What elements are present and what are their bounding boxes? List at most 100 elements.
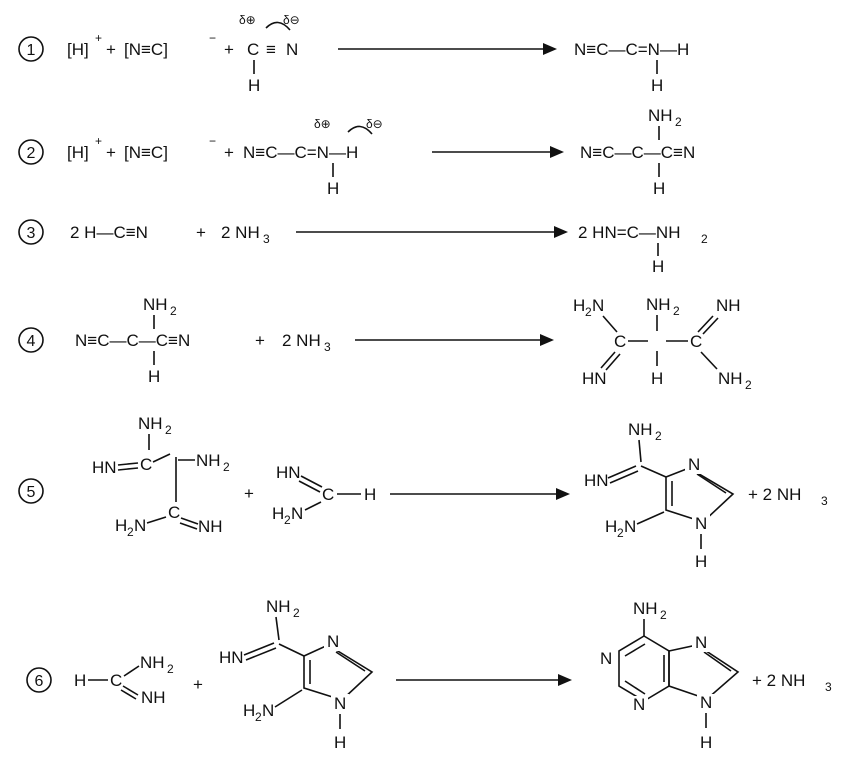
- atom-h: H: [652, 257, 664, 276]
- double-bond: [117, 467, 139, 471]
- formamidine-carbon: C: [322, 485, 334, 504]
- atom-h: H: [327, 179, 339, 198]
- amino-h: H: [573, 296, 585, 315]
- amidine-carbon: C: [168, 503, 180, 522]
- bond: [275, 616, 280, 641]
- ammonia-subscript: 3: [825, 680, 832, 694]
- double-bond: [605, 353, 621, 371]
- amino-subscript: 2: [745, 378, 752, 392]
- triple-bond: ≡: [266, 40, 276, 59]
- reaction-4: 4 NH 2 N≡C—C—C≡N H + 2 NH 3 H 2 N C HN N…: [18, 295, 752, 392]
- amino-group: NH: [718, 369, 743, 388]
- double-bond: [120, 689, 137, 700]
- label-mask: [324, 633, 342, 651]
- amino-subscript: 2: [675, 115, 682, 129]
- arrowhead: [540, 334, 554, 346]
- arrowhead: [554, 226, 568, 238]
- amino-h: H: [272, 504, 284, 523]
- delta-plus: δ⊕: [239, 13, 256, 27]
- reaction-3: 3 2 H—C≡N + 2 NH 3 2 HN=C—NH 2 H: [18, 219, 708, 276]
- amino-subscript: 2: [223, 460, 230, 474]
- imidazole-ring: [668, 644, 740, 700]
- atom-h: H: [248, 76, 260, 95]
- bond: [304, 501, 322, 511]
- amino-n: N: [624, 517, 636, 536]
- atom-h: H: [651, 76, 663, 95]
- electron-shift-arrow: [265, 21, 291, 31]
- bond: [152, 453, 171, 463]
- reaction-6: 6 H C NH 2 NH + NH 2 HN N H 2 N N H: [26, 597, 832, 752]
- ring-double-bond: [696, 473, 727, 494]
- step-number-circle: [18, 139, 44, 165]
- imine-group: NH: [198, 517, 223, 536]
- plus-sign: +: [196, 223, 206, 242]
- atom-c: C: [247, 40, 259, 59]
- cyanide-charge: −: [209, 31, 216, 45]
- double-bond: [117, 462, 139, 466]
- pyrimidine-ring: [618, 635, 670, 702]
- plus-sign: +: [244, 484, 254, 503]
- delta-minus: δ⊖: [366, 117, 383, 131]
- amino-group: NH: [633, 599, 658, 618]
- label-mask: [331, 694, 349, 712]
- double-bond: [609, 470, 639, 484]
- formamidine-product: 2 HN=C—NH: [578, 223, 681, 242]
- step-number: 6: [35, 673, 44, 690]
- amino-n: N: [134, 516, 146, 535]
- ring-double-bond: [335, 651, 366, 672]
- step-number: 2: [27, 145, 36, 162]
- step-number-circle: [18, 36, 44, 62]
- double-bond: [243, 642, 275, 656]
- plus-sign: +: [106, 40, 116, 59]
- amino-h: H: [115, 516, 127, 535]
- step-number: 5: [27, 484, 36, 501]
- bond: [274, 689, 303, 708]
- adenine-n3: N: [633, 695, 645, 714]
- bond: [123, 665, 140, 677]
- double-bond: [300, 475, 323, 488]
- delta-plus: δ⊕: [314, 117, 331, 131]
- delta-minus: δ⊖: [283, 13, 300, 27]
- amino-n: N: [262, 701, 274, 720]
- cyanide-charge: −: [209, 134, 216, 148]
- double-bond: [702, 317, 719, 335]
- bond: [636, 511, 665, 525]
- imine-group: HN: [92, 458, 117, 477]
- amino-subscript: 2: [585, 305, 592, 319]
- amino-subscript: 2: [701, 232, 708, 246]
- label-mask: [630, 696, 648, 714]
- atom-h: H: [695, 552, 707, 571]
- bond: [278, 643, 305, 657]
- formamidine-carbon: C: [110, 671, 122, 690]
- atom-h: H: [653, 179, 665, 198]
- bond: [638, 439, 642, 463]
- amidine-carbon: C: [140, 455, 152, 474]
- ring-nh-n: N: [334, 694, 346, 713]
- ammonia-byproduct: + 2 NH: [752, 671, 805, 690]
- amino-subscript: 2: [293, 606, 300, 620]
- proton-charge: +: [95, 31, 102, 45]
- reactant-chain: N≡C—C=N—H: [243, 143, 358, 162]
- atom-h: H: [700, 733, 712, 752]
- amino-subscript: 2: [617, 526, 624, 540]
- adenine-n1: N: [600, 649, 612, 668]
- plus-sign: +: [193, 675, 203, 694]
- atom-h: H: [148, 367, 160, 386]
- arrowhead: [558, 674, 572, 686]
- step-number-circle: [18, 219, 44, 245]
- double-bond: [180, 517, 199, 525]
- label-mask: [697, 694, 715, 712]
- atom-h: H: [334, 733, 346, 752]
- ammonia-subscript: 3: [263, 232, 270, 246]
- label-mask: [685, 456, 703, 474]
- arrowhead: [543, 43, 557, 55]
- proton: [H]: [67, 40, 89, 59]
- proton-charge: +: [95, 134, 102, 148]
- ring-double-bond: [703, 651, 732, 672]
- step-number: 3: [27, 225, 36, 242]
- ammonia-subscript: 3: [821, 494, 828, 508]
- reaction-1: 1 [H] + + [N≡C] − + δ⊕ δ⊖ C ≡ N H N≡C—C=…: [18, 13, 689, 95]
- amino-subscript: 2: [284, 513, 291, 527]
- arrowhead: [556, 488, 570, 500]
- amino-group: NH: [143, 295, 168, 314]
